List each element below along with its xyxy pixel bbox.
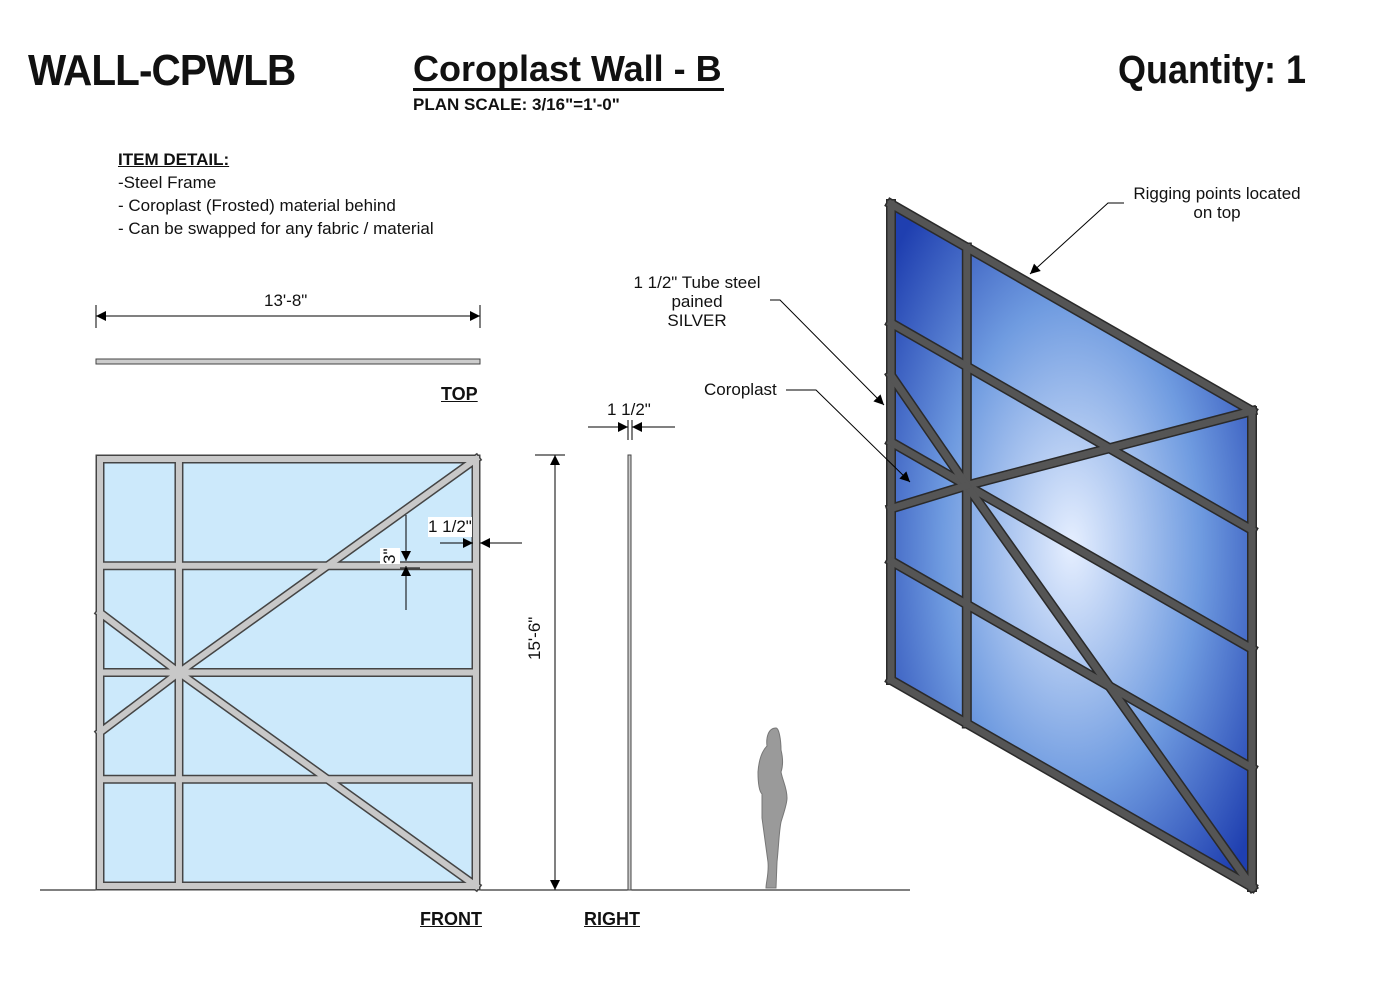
iso-frame-bar [886,437,1257,654]
right-tube-dimension: 1 1/2" [607,400,651,419]
scale-label: PLAN SCALE: 3/16"=1'-0" [413,95,620,114]
iso-frame-bar [886,556,1257,773]
iso-frame-bar [962,406,1257,490]
item-detail-heading: ITEM DETAIL: [118,150,230,169]
tube-width-dimension: 1 1/2" [428,517,472,537]
front-frame-bar [95,668,184,737]
item-code: WALL-CPWLB [28,46,296,95]
right-view [588,420,675,891]
human-scale-figure [757,727,788,889]
coroplast-callout: Coroplast [704,380,777,399]
tube-callout-line: pained [671,292,723,311]
iso-frame-bar [886,199,1257,416]
tube-callout-line: 1 1/2" Tube steel [633,273,761,292]
tube-steel-callout: 1 1/2" Tube steel pained SILVER [622,273,772,330]
iso-frame-bar [886,318,1257,535]
front-dimensions [400,454,565,890]
front-view [93,452,483,893]
callout-leaders [770,202,1124,483]
top-view [95,305,481,365]
gap-dimension: 3" [380,548,400,564]
item-detail-line: - Can be swapped for any fabric / materi… [118,219,434,238]
isometric-view [884,197,1259,894]
item-detail-line: -Steel Frame [118,173,217,192]
front-frame-bar [174,454,481,677]
height-dimension: 15'-6" [525,614,545,662]
front-frame-bar [95,608,184,677]
iso-frame-bar [886,675,1257,892]
front-frame-bar [174,668,481,891]
quantity: Quantity: 1 [1118,48,1307,92]
width-dimension: 13'-8" [264,291,308,310]
rigging-callout-line: Rigging points located [1133,184,1301,203]
iso-frame-bar [886,481,972,514]
item-detail-line: - Coroplast (Frosted) material behind [118,196,396,215]
iso-frame-bar [961,480,1257,892]
front-view-label: FRONT [420,909,482,929]
page-title: Coroplast Wall - B [413,48,724,91]
right-view-label: RIGHT [584,909,640,929]
rigging-callout-line: on top [1193,203,1241,222]
rigging-callout: Rigging points located on top [1118,184,1316,222]
top-view-label: TOP [441,384,478,404]
iso-frame-bar [886,370,972,491]
tube-callout-line: SILVER [667,311,727,330]
